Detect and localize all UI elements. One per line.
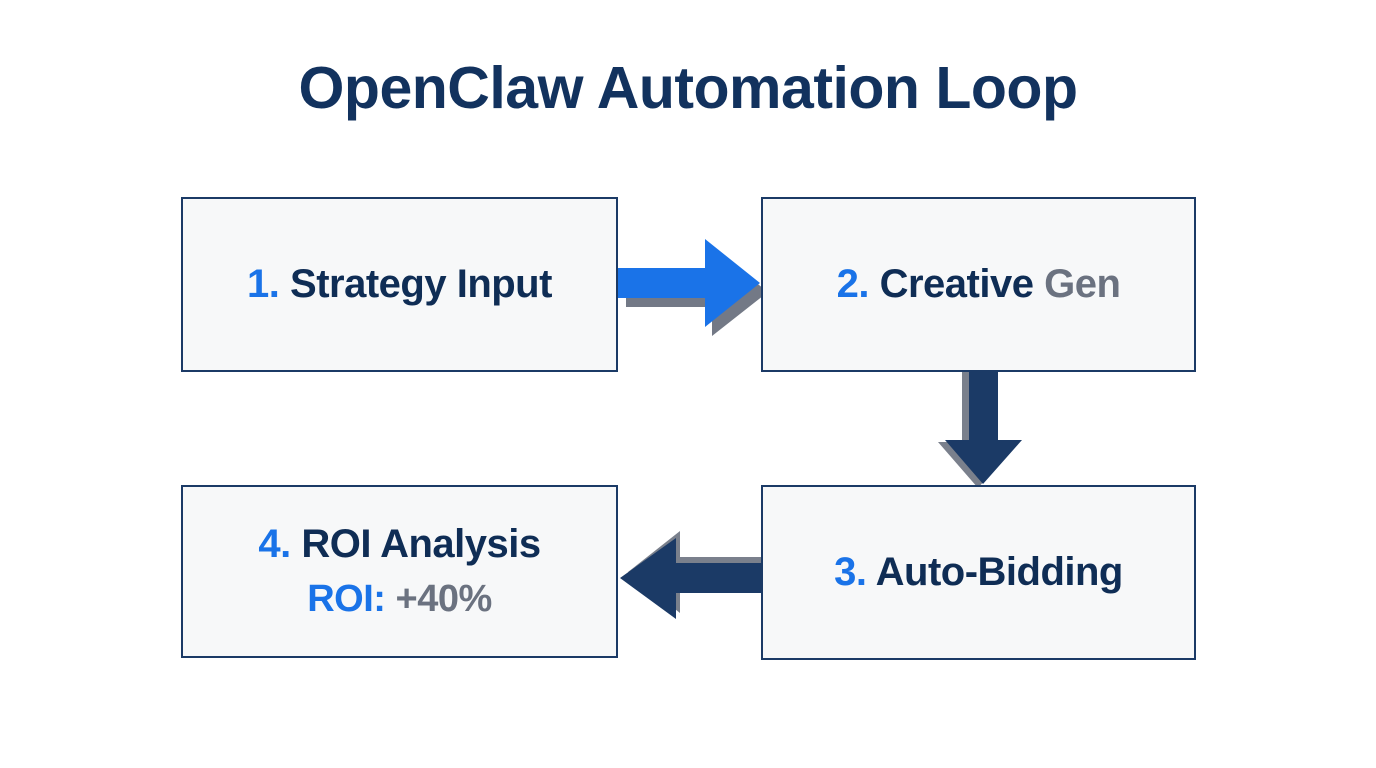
node-auto-bidding-label: 3. Auto-Bidding bbox=[834, 549, 1123, 596]
node-auto-bidding[interactable]: 3. Auto-Bidding bbox=[761, 485, 1196, 660]
arrow-strategy-to-creative bbox=[618, 239, 768, 336]
node-label: Creative bbox=[879, 261, 1034, 306]
node-creative-gen[interactable]: 2. Creative Gen bbox=[761, 197, 1196, 372]
node-number: 1. bbox=[247, 261, 280, 306]
node-roi-analysis[interactable]: 4. ROI Analysis ROI: +40% bbox=[181, 485, 618, 658]
node-label: Auto-Bidding bbox=[875, 549, 1124, 594]
roi-metric-label: ROI: bbox=[307, 577, 386, 620]
node-label-suffix: Gen bbox=[1044, 261, 1121, 306]
roi-metric-value: +40% bbox=[395, 577, 493, 620]
node-label: ROI Analysis bbox=[301, 522, 541, 567]
node-number: 2. bbox=[836, 261, 870, 306]
node-label: Strategy Input bbox=[290, 261, 552, 306]
node-strategy-input-label: 1. Strategy Input bbox=[247, 261, 552, 308]
node-roi-analysis-label: 4. ROI Analysis bbox=[258, 521, 541, 568]
node-strategy-input[interactable]: 1. Strategy Input bbox=[181, 197, 618, 372]
node-number: 4. bbox=[258, 522, 291, 567]
page-title: OpenClaw Automation Loop bbox=[298, 55, 1078, 121]
arrow-bidding-to-roi bbox=[620, 531, 762, 619]
roi-metric: ROI: +40% bbox=[307, 577, 492, 622]
node-creative-gen-label: 2. Creative Gen bbox=[837, 261, 1121, 308]
arrow-creative-to-bidding bbox=[938, 372, 1022, 488]
node-number: 3. bbox=[834, 549, 867, 594]
